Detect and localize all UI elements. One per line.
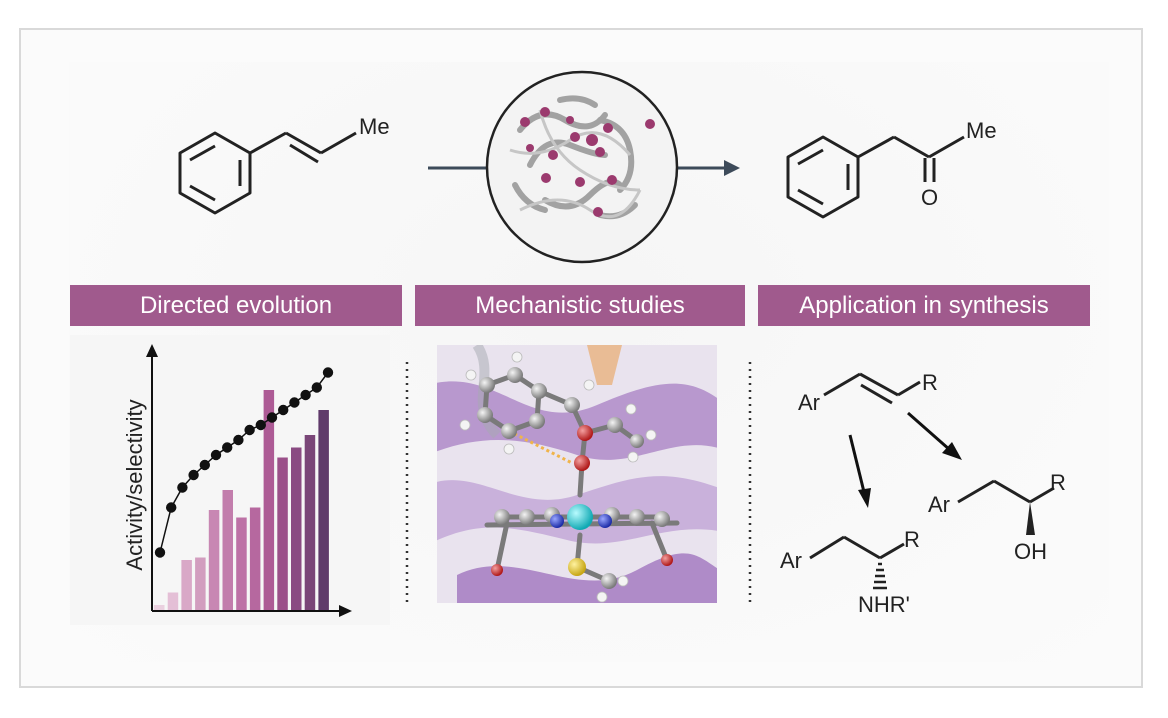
substrate-r-label: R <box>922 370 938 395</box>
amine-structure <box>809 535 905 560</box>
reactant-structure <box>178 131 357 215</box>
point-2 <box>166 502 177 513</box>
point-10 <box>255 419 266 431</box>
alcohol-r-label: R <box>1050 470 1066 495</box>
substrate-structure <box>823 372 921 405</box>
top-reaction-scheme: Me <box>178 70 997 264</box>
point-1 <box>154 547 166 558</box>
substrate-ar-label: Ar <box>798 390 820 415</box>
bar-3 <box>181 560 192 610</box>
bar-13 <box>318 410 329 610</box>
point-16 <box>322 367 334 378</box>
enzyme-structure <box>485 70 679 264</box>
point-7 <box>222 442 233 453</box>
point-14 <box>300 389 311 401</box>
bar-4 <box>195 557 206 610</box>
point-11 <box>266 412 278 423</box>
x-axis-arrowhead <box>339 605 352 617</box>
separator-right <box>748 362 752 602</box>
directed-evolution-chart: Activity/selectivity <box>70 335 390 625</box>
alcohol-wedge-bond <box>1026 502 1035 535</box>
bar-7 <box>236 517 247 610</box>
amine-hash-bond <box>873 562 887 590</box>
product-methyl-label: Me <box>966 118 997 143</box>
label-mechanistic-studies: Mechanistic studies <box>415 285 745 326</box>
mechanistic-active-site-render <box>437 345 717 603</box>
bar-8 <box>249 507 261 610</box>
trend-line <box>159 372 329 553</box>
bar-11 <box>291 447 302 610</box>
label-directed-evolution: Directed evolution <box>70 285 402 326</box>
bar-6 <box>222 490 233 610</box>
point-4 <box>188 469 199 481</box>
bar-2 <box>167 592 179 610</box>
bar-5 <box>208 510 220 610</box>
synthesis-scheme: Ar R Ar R OH Ar R NHR' <box>780 370 1066 617</box>
label-application-in-synthesis: Application in synthesis <box>758 285 1090 326</box>
alcohol-structure <box>957 479 1055 504</box>
point-6 <box>210 449 222 461</box>
arrow-to-amine <box>848 434 871 508</box>
point-15 <box>311 382 322 393</box>
alcohol-oh-label: OH <box>1014 539 1047 564</box>
alcohol-ar-label: Ar <box>928 492 950 517</box>
arrow-to-alcohol <box>907 411 962 460</box>
point-8 <box>233 434 244 446</box>
amine-nhr-label: NHR' <box>858 592 910 617</box>
point-5 <box>199 459 210 471</box>
product-structure <box>786 135 965 219</box>
bar-1 <box>154 605 165 610</box>
bar-9 <box>263 390 275 610</box>
amine-r-label: R <box>904 527 920 552</box>
point-13 <box>289 397 300 408</box>
bar-12 <box>304 435 316 610</box>
bar-10 <box>277 457 288 610</box>
product-oxygen-label: O <box>921 185 938 210</box>
y-axis-arrowhead <box>146 344 158 357</box>
point-9 <box>244 424 255 436</box>
reaction-arrowhead <box>724 160 740 176</box>
amine-ar-label: Ar <box>780 548 802 573</box>
point-12 <box>278 404 289 416</box>
separator-left <box>405 362 409 602</box>
y-axis-label: Activity/selectivity <box>122 399 147 570</box>
reactant-methyl-label: Me <box>359 114 390 139</box>
point-3 <box>177 482 188 493</box>
